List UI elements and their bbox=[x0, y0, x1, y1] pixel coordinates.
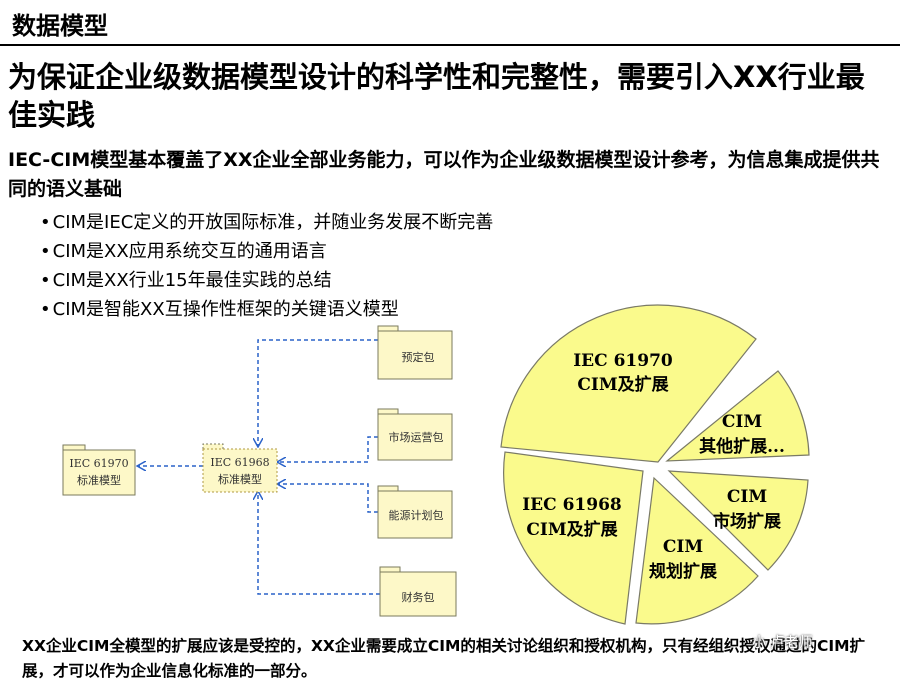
folder-label: 市场运营包 bbox=[389, 430, 444, 444]
folder-label: 标准模型 bbox=[77, 473, 121, 487]
pie-label: 其他扩展... bbox=[699, 436, 785, 457]
folder-iec-61970: IEC 61970 标准模型 bbox=[62, 444, 136, 496]
pie-label: CIM及扩展 bbox=[526, 519, 617, 540]
pie-labels: IEC 61970 CIM及扩展 CIM 其他扩展... CIM 市场扩展 CI… bbox=[522, 351, 785, 582]
pie-label: IEC 61968 bbox=[522, 495, 622, 515]
folder-label: 财务包 bbox=[402, 590, 435, 604]
folder-label: 能源计划包 bbox=[389, 508, 444, 522]
pie-slice-cim-planning bbox=[635, 476, 759, 625]
folder-label: IEC 61968 bbox=[210, 456, 269, 469]
arrow-prebook-to-1968 bbox=[258, 339, 378, 446]
pie-label: CIM bbox=[663, 537, 703, 557]
pie-label: 规划扩展 bbox=[649, 561, 717, 582]
pie-label: 市场扩展 bbox=[713, 511, 781, 532]
headline: 为保证企业级数据模型设计的科学性和完整性，需要引入XX行业最佳实践 bbox=[8, 60, 865, 132]
arrow-finance-to-1968 bbox=[258, 492, 380, 595]
folder-prebook-package: 预定包 bbox=[377, 325, 453, 380]
arrow-market-to-1968 bbox=[278, 436, 378, 462]
pie-label: CIM bbox=[722, 412, 762, 432]
folder-label: 预定包 bbox=[402, 350, 435, 364]
folder-label: IEC 61970 bbox=[69, 457, 128, 470]
pie-label: IEC 61970 bbox=[573, 351, 673, 371]
pie-label: CIM bbox=[727, 487, 767, 507]
pie-label: CIM及扩展 bbox=[577, 374, 668, 395]
intro-text: IEC-CIM模型基本覆盖了XX企业全部业务能力，可以作为企业级数据模型设计参考… bbox=[8, 149, 880, 200]
watermark: 小 卢老师 bbox=[752, 635, 813, 651]
page-title: 数据模型 bbox=[12, 12, 108, 40]
pie-slice-cim-other bbox=[665, 370, 810, 462]
bullet-list: CIM是IEC定义的开放国际标准，并随业务发展不断完善 CIM是XX应用系统交互… bbox=[40, 208, 494, 324]
folder-iec-61968: IEC 61968 标准模型 bbox=[202, 443, 278, 493]
bullet-item: CIM是智能XX互操作性框架的关键语义模型 bbox=[40, 295, 493, 324]
arrow-energy-to-1968 bbox=[278, 484, 378, 513]
bullet-item: CIM是XX行业15年最佳实践的总结 bbox=[40, 266, 493, 295]
pie-slice-iec-61968 bbox=[503, 451, 644, 625]
folder-market-package: 市场运营包 bbox=[377, 408, 453, 461]
pie-slice-cim-market bbox=[667, 470, 809, 571]
cim-pie bbox=[500, 304, 810, 625]
bullet-item: CIM是IEC定义的开放国际标准，并随业务发展不断完善 bbox=[40, 208, 494, 237]
footnote: XX企业CIM全模型的扩展应该是受控的，XX企业需要成立CIM的相关讨论组织和授… bbox=[22, 637, 866, 680]
folder-finance-package: 财务包 bbox=[379, 566, 457, 617]
folder-label: 标准模型 bbox=[218, 472, 262, 486]
title-divider bbox=[0, 44, 900, 46]
folder-energy-plan-package: 能源计划包 bbox=[377, 485, 453, 539]
package-arrows bbox=[138, 339, 380, 595]
pie-slice-iec-61970 bbox=[500, 304, 757, 463]
bullet-item: CIM是XX应用系统交互的通用语言 bbox=[40, 237, 493, 266]
